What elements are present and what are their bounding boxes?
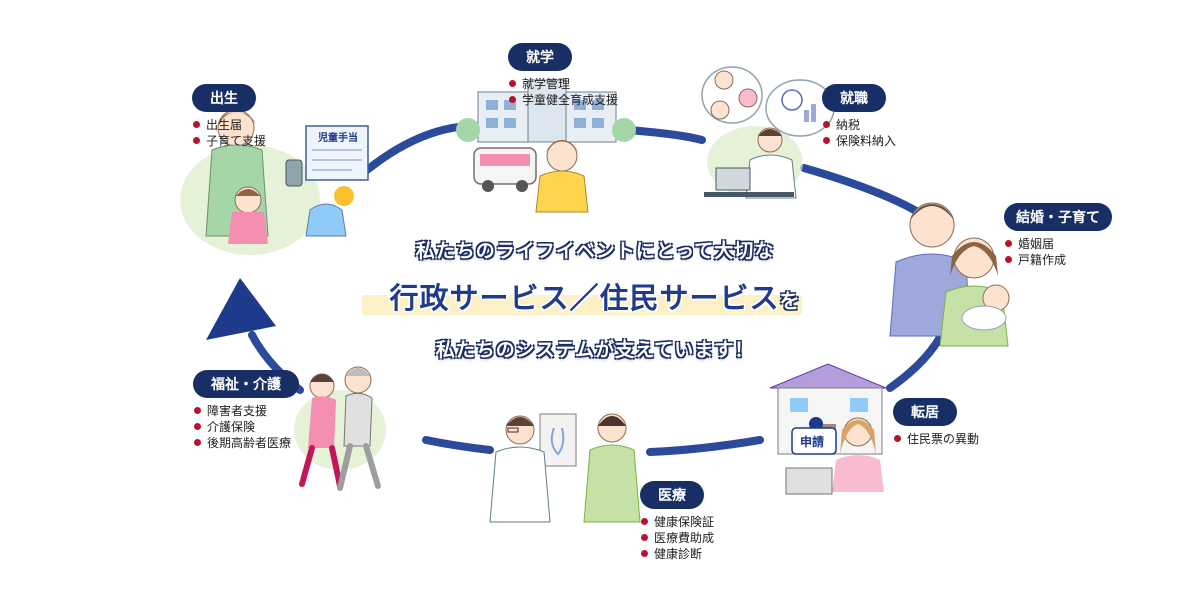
bullet-dot <box>194 439 201 446</box>
headline-line-1: 私たちのライフイベントにとって大切な <box>415 240 775 262</box>
stage-item: 介護保険 <box>193 419 299 435</box>
headline-highlight-band <box>362 295 802 315</box>
stage-label-move: 転居 <box>893 398 957 426</box>
stage-items-work: 納税 保険料納入 <box>822 117 896 149</box>
stage-item-text: 就学管理 <box>522 77 571 91</box>
stage-items-birth: 出生届 子育て支援 <box>192 117 266 149</box>
office-worker-illustration <box>701 66 835 199</box>
stage-move: 転居 住民票の異動 <box>893 398 979 447</box>
stage-item: 納税 <box>822 117 896 133</box>
stage-label-work: 就職 <box>822 84 886 112</box>
bullet-dot <box>823 121 830 128</box>
stage-item-text: 介護保険 <box>207 420 256 434</box>
house-illustration: 申請 <box>769 363 887 495</box>
stage-items-marriage: 婚姻届 戸籍作成 <box>1004 236 1112 268</box>
cycle-ring-segment <box>800 164 922 216</box>
stage-item: 戸籍作成 <box>1004 252 1112 268</box>
stage-item: 住民票の異動 <box>893 431 979 447</box>
stage-item-text: 健康診断 <box>654 547 703 561</box>
bullet-dot <box>1005 240 1012 247</box>
mother-child-illustration: 児童手当 <box>180 109 369 255</box>
illustration-application-label: 申請 <box>800 434 824 449</box>
bullet-dot <box>509 80 516 87</box>
stage-item-text: 住民票の異動 <box>907 432 980 446</box>
stage-label-medical: 医療 <box>640 481 704 509</box>
stage-item: 健康診断 <box>640 546 714 562</box>
bullet-dot <box>894 435 901 442</box>
bullet-dot <box>823 137 830 144</box>
stage-school: 就学 就学管理 学童健全育成支援 <box>508 43 618 108</box>
cycle-ring-segment <box>422 436 494 454</box>
bullet-dot <box>193 121 200 128</box>
cycle-ring-segment <box>886 324 949 392</box>
stage-item: 出生届 <box>192 117 266 133</box>
stage-label-birth: 出生 <box>192 84 256 112</box>
stage-item-text: 婚姻届 <box>1018 237 1055 251</box>
stage-item: 就学管理 <box>508 76 618 92</box>
stage-item: 保険料納入 <box>822 133 896 149</box>
stage-label-marriage: 結婚・子育て <box>1004 203 1112 231</box>
bullet-dot <box>194 423 201 430</box>
stage-item: 学童健全育成支援 <box>508 92 618 108</box>
stage-items-welfare: 障害者支援 介護保険 後期高齢者医療 <box>193 403 299 451</box>
stage-item: 健康保険証 <box>640 514 714 530</box>
stage-items-move: 住民票の異動 <box>893 431 979 447</box>
stage-work: 就職 納税 保険料納入 <box>822 84 896 149</box>
headline-line-3: 私たちのシステムが支えています！ <box>435 339 755 361</box>
headline-emphasis: 行政サービス／住民サービスを <box>330 275 860 329</box>
stage-birth: 出生 出生届 子育て支援 <box>192 84 266 149</box>
stage-item-text: 学童健全育成支援 <box>522 93 619 107</box>
stage-welfare: 福祉・介護 障害者支援 介護保険 後期高齢者医療 <box>193 370 299 451</box>
stage-item-text: 健康保険証 <box>654 515 715 529</box>
stage-item-text: 後期高齢者医療 <box>207 436 292 450</box>
doctor-illustration <box>489 413 641 523</box>
stage-item-text: 戸籍作成 <box>1018 253 1067 267</box>
bullet-dot <box>1005 256 1012 263</box>
headline-line-2: 行政サービス／住民サービスを <box>330 275 860 317</box>
stage-items-school: 就学管理 学童健全育成支援 <box>508 76 618 108</box>
family-illustration <box>889 202 1010 347</box>
illustration-document-label: 児童手当 <box>317 131 358 144</box>
bullet-dot <box>194 407 201 414</box>
stage-item-text: 障害者支援 <box>207 404 268 418</box>
stage-item: 障害者支援 <box>193 403 299 419</box>
stage-item-text: 出生届 <box>206 118 243 132</box>
bullet-dot <box>641 534 648 541</box>
stage-item-text: 子育て支援 <box>206 134 267 148</box>
stage-item-text: 保険料納入 <box>836 134 897 148</box>
headline-particle: を <box>779 289 801 313</box>
bullet-dot <box>193 137 200 144</box>
stage-items-medical: 健康保険証 医療費助成 健康診断 <box>640 514 714 562</box>
bullet-dot <box>641 518 648 525</box>
bullet-dot <box>641 550 648 557</box>
bullet-dot <box>509 96 516 103</box>
stage-item: 後期高齢者医療 <box>193 435 299 451</box>
cycle-ring-segment <box>646 436 764 456</box>
stage-item: 子育て支援 <box>192 133 266 149</box>
cycle-ring-segment <box>624 126 706 144</box>
stage-label-school: 就学 <box>508 43 572 71</box>
headline-main-phrase: 行政サービス／住民サービス <box>389 281 780 315</box>
stage-label-welfare: 福祉・介護 <box>193 370 299 398</box>
caregiver-illustration <box>294 366 386 491</box>
school-illustration <box>456 79 636 213</box>
stage-marriage: 結婚・子育て 婚姻届 戸籍作成 <box>1004 203 1112 268</box>
cycle-ring-segment <box>363 122 474 174</box>
central-headline: 私たちのライフイベントにとって大切な 行政サービス／住民サービスを 私たちのシス… <box>330 228 860 362</box>
stage-item: 婚姻届 <box>1004 236 1112 252</box>
stage-item-text: 納税 <box>836 118 861 132</box>
cycle-arrowhead <box>206 278 276 340</box>
stage-item: 医療費助成 <box>640 530 714 546</box>
stage-medical: 医療 健康保険証 医療費助成 健康診断 <box>640 481 714 562</box>
stage-item-text: 医療費助成 <box>654 531 715 545</box>
